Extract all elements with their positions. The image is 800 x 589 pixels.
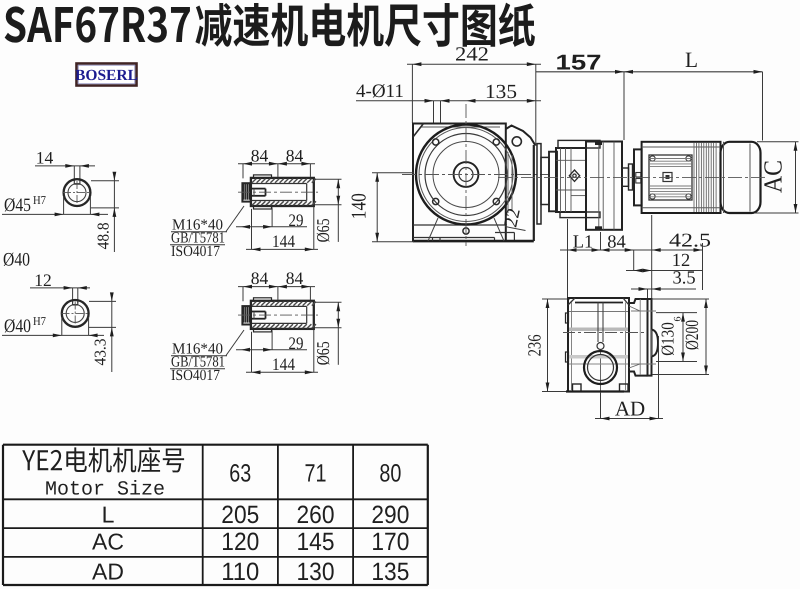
svg-text:4-Ø11: 4-Ø11 (356, 81, 404, 102)
svg-text:170: 170 (371, 528, 409, 556)
svg-text:120: 120 (221, 528, 259, 556)
svg-text:L: L (685, 47, 698, 72)
svg-text:110: 110 (221, 558, 259, 586)
svg-text:6: 6 (673, 317, 684, 322)
svg-text:Ø65: Ø65 (313, 341, 333, 365)
svg-text:Ø40: Ø40 (4, 316, 31, 337)
svg-text:71: 71 (305, 460, 327, 488)
svg-text:GB/T5781: GB/T5781 (171, 230, 225, 247)
svg-text:12: 12 (34, 270, 52, 290)
svg-text:Ø65: Ø65 (313, 218, 333, 242)
svg-text:242: 242 (455, 44, 489, 66)
svg-text:L1: L1 (573, 233, 594, 253)
svg-text:BOSERL: BOSERL (75, 67, 138, 84)
svg-text:AD: AD (615, 397, 645, 421)
svg-text:145: 145 (297, 528, 335, 556)
svg-text:135: 135 (485, 81, 517, 103)
svg-text:Ø45: Ø45 (4, 195, 31, 216)
svg-text:AC: AC (759, 160, 788, 193)
svg-text:84: 84 (251, 268, 269, 288)
svg-text:260: 260 (297, 501, 335, 529)
svg-text:84: 84 (286, 145, 304, 165)
svg-text:Ø130: Ø130 (658, 322, 678, 356)
svg-text:205: 205 (221, 501, 259, 529)
svg-text:144: 144 (272, 231, 295, 251)
svg-text:84: 84 (251, 145, 269, 165)
svg-text:80: 80 (379, 460, 401, 488)
svg-text:M16*40: M16*40 (172, 217, 223, 234)
svg-text:29: 29 (289, 333, 304, 353)
svg-text:Ø200: Ø200 (683, 320, 703, 350)
svg-text:AC: AC (92, 529, 124, 555)
svg-text:H7: H7 (33, 314, 46, 328)
svg-text:M16*40: M16*40 (172, 341, 223, 358)
svg-text:48.8: 48.8 (94, 222, 113, 249)
svg-text:22: 22 (500, 206, 524, 229)
svg-text:L: L (102, 502, 115, 528)
svg-text:290: 290 (371, 501, 409, 529)
svg-text:GB/T5781: GB/T5781 (171, 354, 225, 371)
svg-text:84: 84 (286, 268, 304, 288)
svg-text:157: 157 (556, 51, 602, 75)
svg-text:130: 130 (297, 558, 335, 586)
svg-text:14: 14 (36, 148, 54, 168)
svg-text:144: 144 (272, 354, 295, 374)
svg-text:135: 135 (371, 558, 409, 586)
svg-text:140: 140 (347, 193, 371, 219)
svg-text:236: 236 (526, 334, 546, 356)
svg-text:H7: H7 (33, 193, 46, 207)
svg-text:ISO4017: ISO4017 (171, 367, 220, 384)
svg-text:AD: AD (92, 559, 124, 585)
svg-text:3.5: 3.5 (672, 269, 695, 289)
svg-text:63: 63 (229, 460, 251, 488)
svg-text:42.5: 42.5 (669, 230, 711, 251)
svg-text:ISO4017: ISO4017 (171, 243, 220, 260)
svg-text:Ø40: Ø40 (3, 250, 30, 271)
svg-text:43.3: 43.3 (91, 339, 110, 366)
svg-text:84: 84 (607, 233, 626, 253)
svg-text:29: 29 (289, 210, 304, 230)
svg-text:Motor Size: Motor Size (45, 479, 165, 502)
svg-text:12: 12 (672, 251, 691, 271)
